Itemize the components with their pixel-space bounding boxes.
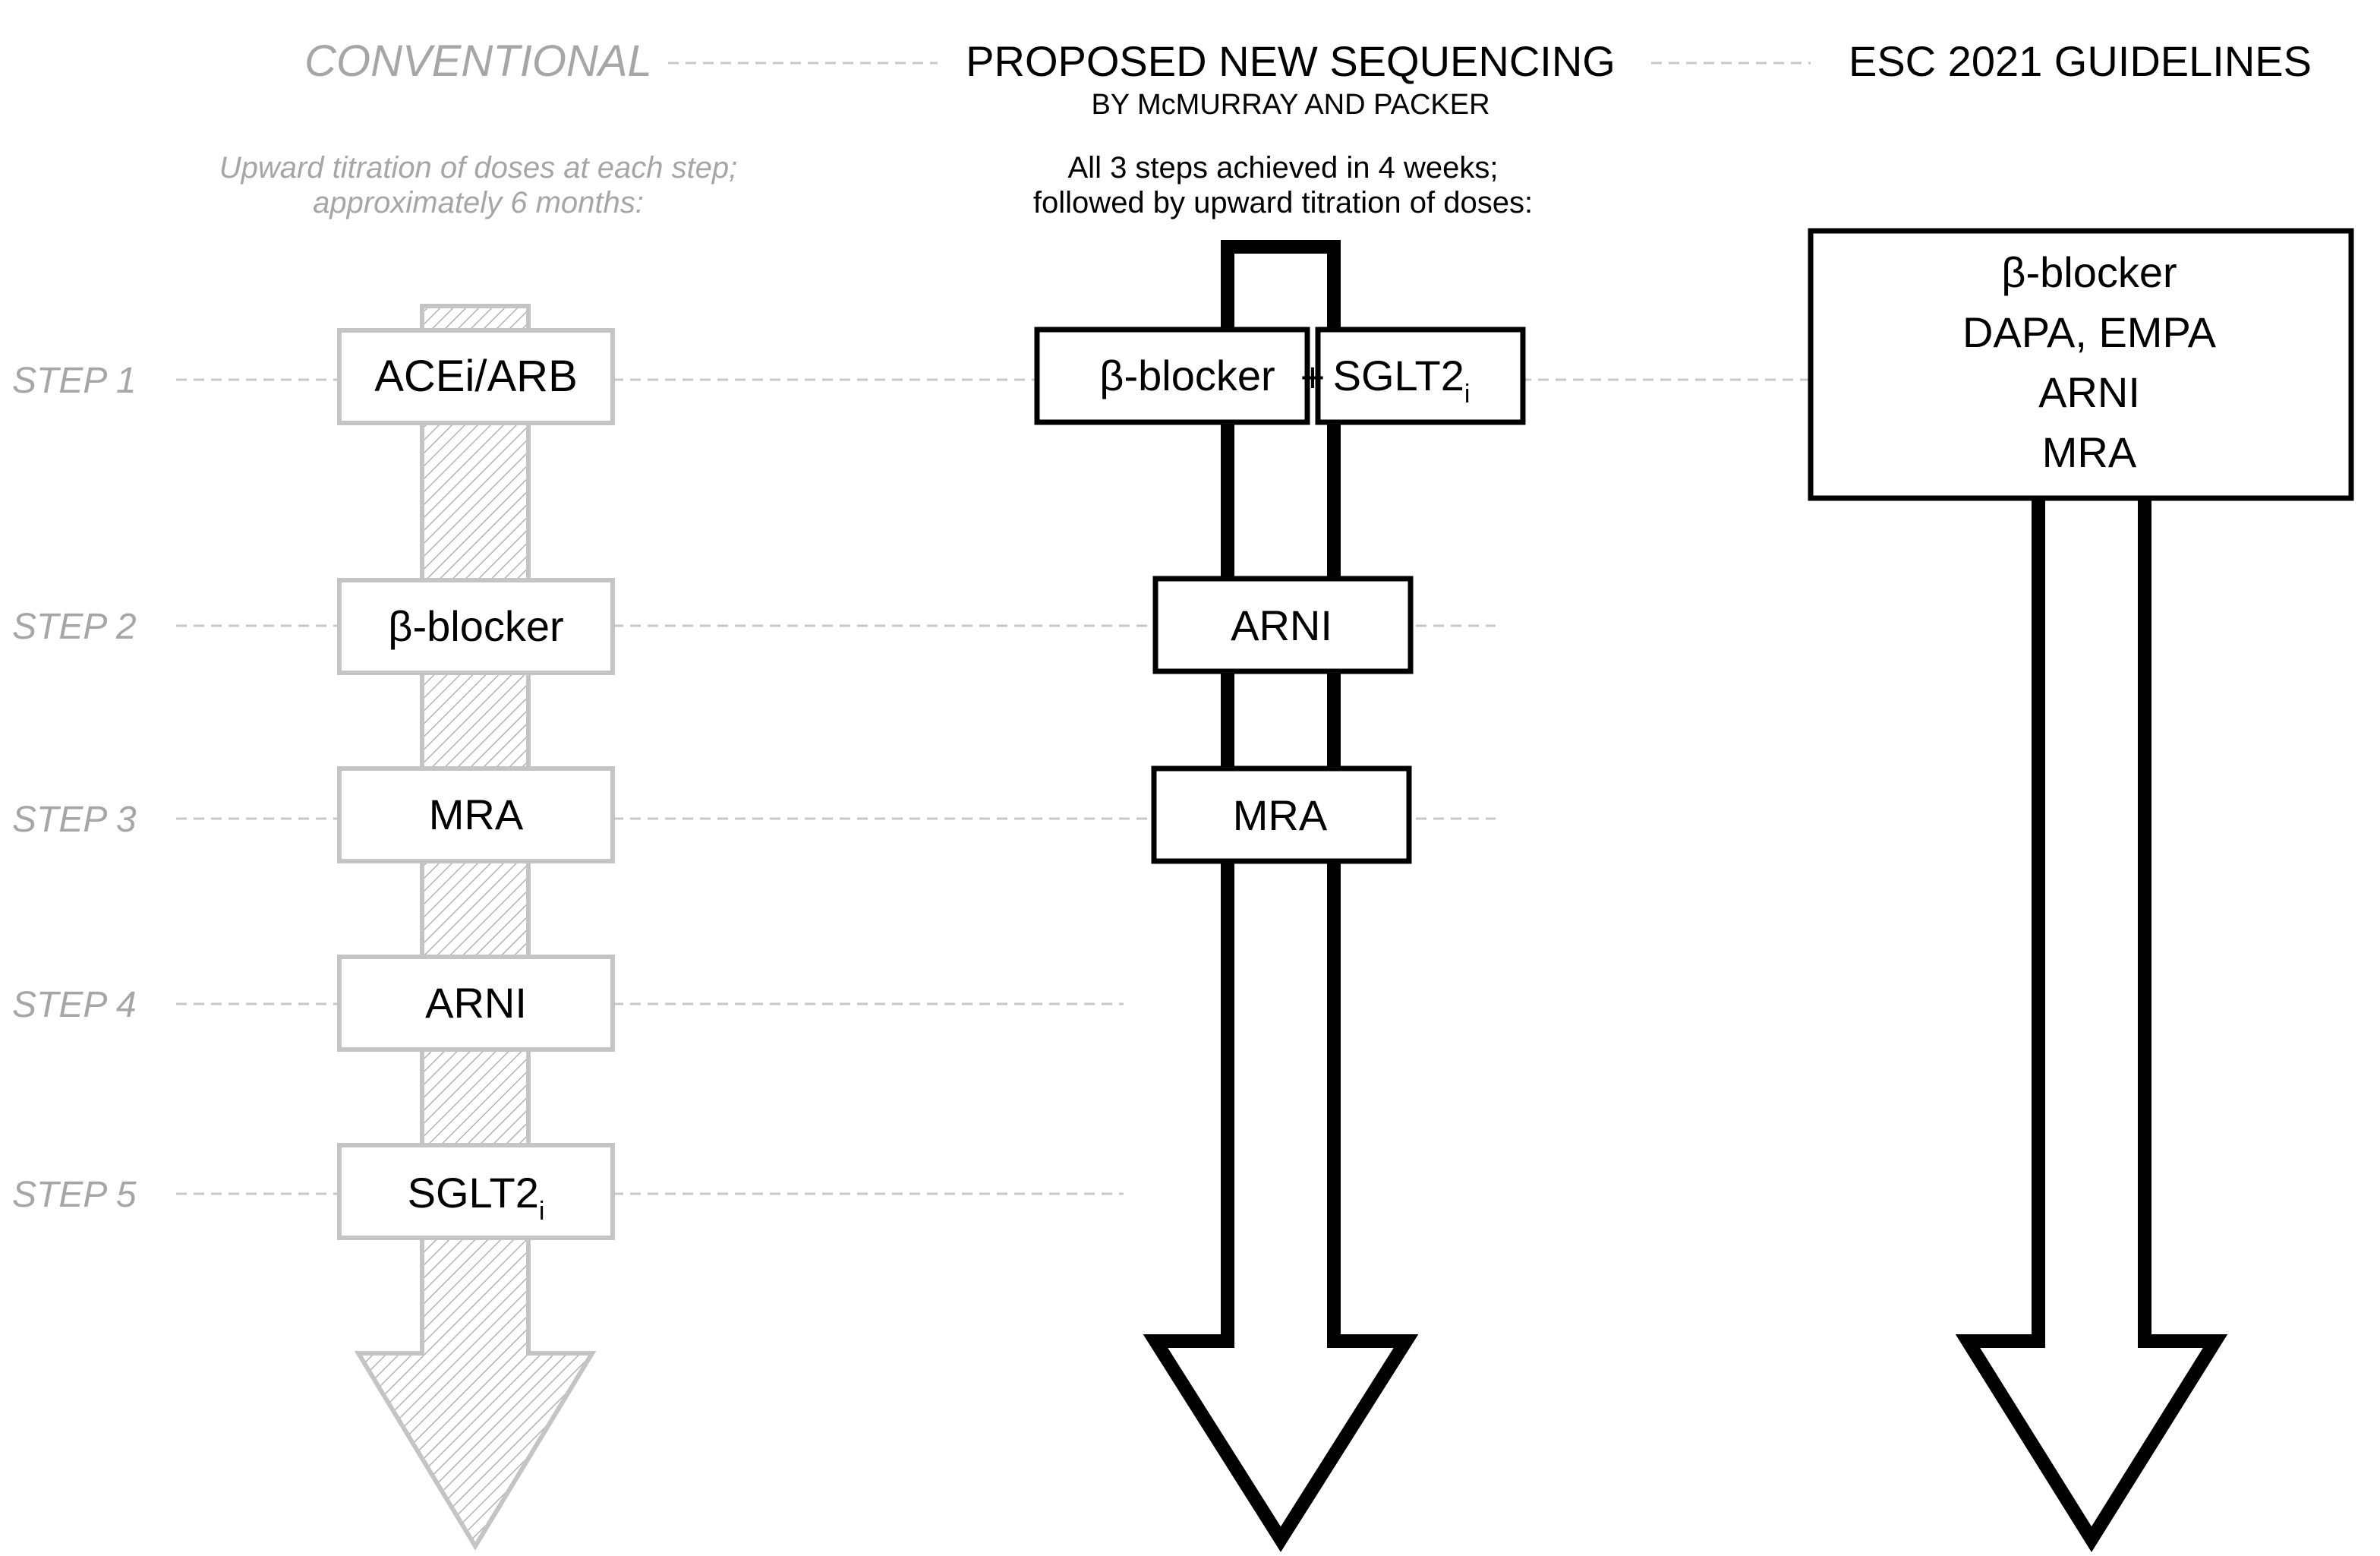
proposed-column: β-blocker SGLT2i + ARNI MRA — [1034, 240, 1526, 1552]
esc-box-line3: ARNI — [2038, 368, 2140, 416]
esc-column: β-blocker DAPA, EMPA ARNI MRA — [1808, 228, 2354, 1552]
step-label: STEP 1 — [12, 361, 137, 401]
proposed-note-line2: followed by upward titration of doses: — [1033, 186, 1533, 219]
step-label: STEP 3 — [12, 800, 137, 840]
proposed-subheader: BY McMURRAY AND PACKER — [1091, 89, 1489, 121]
step-label: STEP 4 — [12, 985, 137, 1025]
conventional-box-step1-label: ACEi/ARB — [374, 352, 578, 401]
step-labels: STEP 1 STEP 2 STEP 3 STEP 4 STEP 5 — [12, 361, 137, 1215]
conventional-box-step4-label: ARNI — [425, 979, 527, 1027]
conventional-box-step1: ACEi/ARB — [337, 328, 615, 425]
proposed-arrow — [1143, 240, 1419, 1552]
step-label: STEP 2 — [12, 607, 137, 647]
esc-arrow — [1955, 487, 2228, 1552]
conventional-box-step5-subscript: i — [539, 1197, 545, 1226]
conventional-box-step5: SGLT2i — [337, 1143, 615, 1240]
esc-box-line2: DAPA, EMPA — [1962, 308, 2217, 356]
proposed-box-step1-left-label: β-blocker — [1099, 352, 1275, 399]
esc-box-line4: MRA — [2042, 428, 2137, 476]
conventional-box-step4: ARNI — [337, 955, 615, 1052]
svg-text:SGLT2i: SGLT2i — [1333, 352, 1471, 409]
proposed-box-step2-label: ARNI — [1231, 601, 1332, 649]
proposed-header: PROPOSED NEW SEQUENCING — [966, 37, 1616, 85]
esc-box-line1: β-blocker — [2001, 248, 2177, 296]
proposed-box-step1-right: SGLT2i — [1315, 327, 1526, 425]
conventional-column: ACEi/ARB β-blocker MRA ARNI SGLT2i — [337, 304, 615, 1551]
conventional-box-step3-label: MRA — [429, 791, 524, 838]
proposed-box-step2: ARNI — [1152, 576, 1414, 674]
conventional-header: CONVENTIONAL — [304, 36, 652, 86]
proposed-box-step1-right-subscript: i — [1464, 380, 1471, 409]
svg-text:SGLT2i: SGLT2i — [408, 1169, 545, 1226]
conventional-box-step5-label: SGLT2 — [408, 1169, 539, 1217]
esc-box: β-blocker DAPA, EMPA ARNI MRA — [1808, 228, 2354, 501]
proposed-box-step1-left: β-blocker — [1034, 327, 1310, 425]
proposed-box-step3: MRA — [1151, 765, 1412, 864]
proposed-plus-sign: + — [1300, 353, 1326, 401]
proposed-note-line1: All 3 steps achieved in 4 weeks; — [1068, 151, 1499, 185]
conventional-box-step3: MRA — [337, 766, 615, 863]
proposed-box-step1-right-label: SGLT2 — [1333, 352, 1464, 399]
conventional-note-line1: Upward titration of doses at each step; — [219, 151, 738, 185]
step-label: STEP 5 — [12, 1175, 137, 1215]
conventional-box-step2: β-blocker — [337, 578, 615, 675]
conventional-box-step2-label: β-blocker — [388, 602, 563, 650]
esc-header: ESC 2021 GUIDELINES — [1849, 37, 2312, 85]
conventional-arrow — [354, 304, 597, 1551]
proposed-box-step3-label: MRA — [1233, 791, 1328, 839]
conventional-note-line2: approximately 6 months: — [313, 186, 644, 219]
